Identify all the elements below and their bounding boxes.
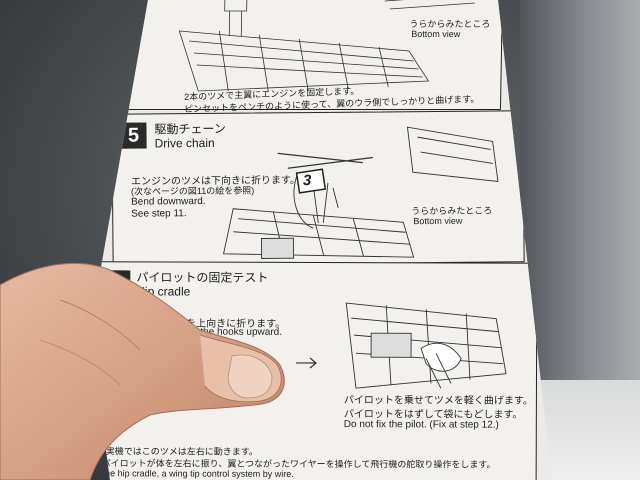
step-6-pilot-en: Do not fix the pilot. (Fix at step 12.) <box>343 419 499 431</box>
drive-chain-illustration <box>223 126 499 259</box>
panel-step-6: 6 パイロットの固定テスト Hip cradle ツメを上向きに折ります。 Be… <box>94 261 538 480</box>
panel-step-4: うらからみたところ Bottom view 2本のツメで主翼にエンジンを固定しま… <box>126 0 504 114</box>
step-5-bottom-view-en: Bottom view <box>413 215 463 227</box>
step-5-callout: 3 <box>302 172 312 190</box>
bottom-view-label-en: Bottom view <box>411 29 461 39</box>
table-surface <box>540 380 640 480</box>
step-6-bottom-en: The hip cradle, a wing tip control syste… <box>99 468 294 479</box>
engine-wing-illustration <box>178 0 475 92</box>
hip-cradle-illustration <box>296 302 507 389</box>
panel-step-5: 5 駆動チェーン Drive chain エンジンのツメは下向きに折ります。 (… <box>111 110 525 266</box>
